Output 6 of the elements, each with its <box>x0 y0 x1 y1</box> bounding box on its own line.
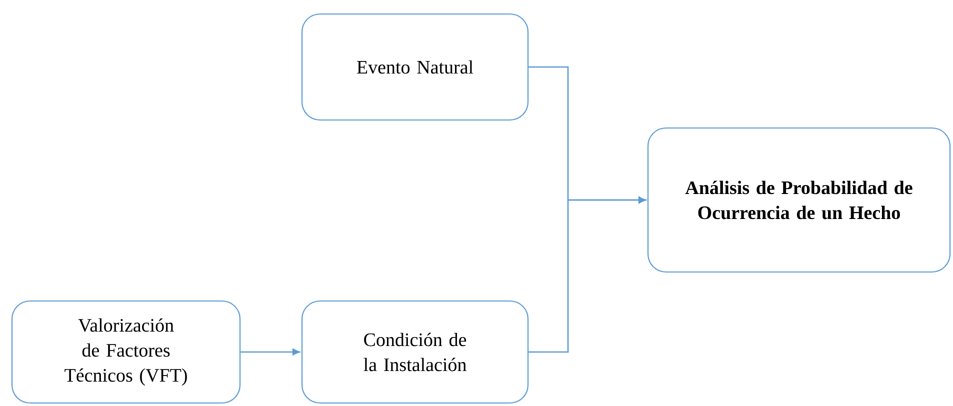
process-box: Evento Natural <box>301 13 529 121</box>
arrow <box>528 196 646 353</box>
arrow <box>240 348 300 356</box>
process-box: Valorización de Factores Técnicos (VFT) <box>11 300 241 404</box>
process-box: Condición de la Instalación <box>301 300 529 404</box>
process-box: Análisis de Probabilidad de Ocurrencia de un Hecho <box>647 127 951 273</box>
